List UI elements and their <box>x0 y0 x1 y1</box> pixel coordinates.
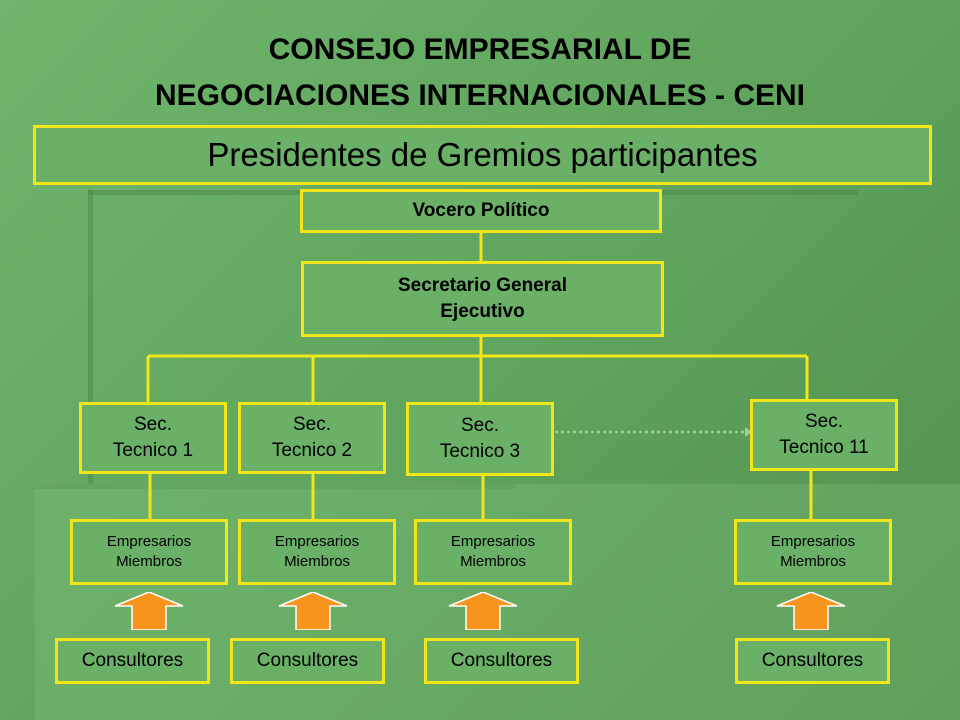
empresarios-miembros-2-box: Empresarios Miembros <box>238 519 396 585</box>
empresarios-miembros-11-box: Empresarios Miembros <box>734 519 892 585</box>
empresarios-3-line2: Miembros <box>460 553 526 570</box>
sec-tecnico-3-line1: Sec. <box>460 415 500 436</box>
sec-tecnico-3-line2: Tecnico 3 <box>439 441 521 462</box>
empresarios-11-line2: Miembros <box>780 553 846 570</box>
page-title-line2: NEGOCIACIONES INTERNACIONALES - CENI <box>154 79 806 112</box>
secretario-line1: Secretario General <box>398 275 567 296</box>
empresarios-2-line2: Miembros <box>284 553 350 570</box>
empresarios-1-line1: Empresarios <box>106 533 192 550</box>
sec-tecnico-1-box: Sec. Tecnico 1 <box>79 402 227 474</box>
empresarios-2-line1: Empresarios <box>274 533 360 550</box>
consultores-2-box: Consultores <box>230 638 385 684</box>
background-bar-lower <box>35 484 515 489</box>
empresarios-miembros-1-box: Empresarios Miembros <box>70 519 228 585</box>
dotted-connector-arrowhead <box>745 427 752 437</box>
sec-tecnico-1-line1: Sec. <box>133 414 173 435</box>
background-bar-vertical <box>88 190 93 485</box>
secretario-line2: Ejecutivo <box>440 301 525 322</box>
sec-tecnico-3-box: Sec. Tecnico 3 <box>406 402 554 476</box>
up-arrow-icon <box>448 592 518 630</box>
sec-tecnico-2-line1: Sec. <box>292 414 332 435</box>
up-arrow-icon <box>278 592 348 630</box>
sec-tecnico-2-box: Sec. Tecnico 2 <box>238 402 386 474</box>
sec-tecnico-11-line2: Tecnico 11 <box>779 437 869 458</box>
up-arrow-icon <box>776 592 846 630</box>
sec-tecnico-2-line2: Tecnico 2 <box>271 440 353 461</box>
sec-tecnico-1-line2: Tecnico 1 <box>112 440 194 461</box>
page-title-line1: CONSEJO EMPRESARIAL DE <box>268 33 692 66</box>
empresarios-11-line1: Empresarios <box>770 533 856 550</box>
consultores-11-box: Consultores <box>735 638 890 684</box>
empresarios-1-line2: Miembros <box>116 553 182 570</box>
consultores-3-box: Consultores <box>424 638 579 684</box>
consultores-1-box: Consultores <box>55 638 210 684</box>
empresarios-miembros-3-box: Empresarios Miembros <box>414 519 572 585</box>
empresarios-3-line1: Empresarios <box>450 533 536 550</box>
up-arrow-icon <box>114 592 184 630</box>
vocero-politico-box: Vocero Político <box>300 189 662 233</box>
secretario-general-box: Secretario General Ejecutivo <box>301 261 664 337</box>
sec-tecnico-11-box: Sec. Tecnico 11 <box>750 399 898 471</box>
sec-tecnico-11-line1: Sec. <box>804 411 844 432</box>
presidentes-banner: Presidentes de Gremios participantes <box>33 125 932 185</box>
